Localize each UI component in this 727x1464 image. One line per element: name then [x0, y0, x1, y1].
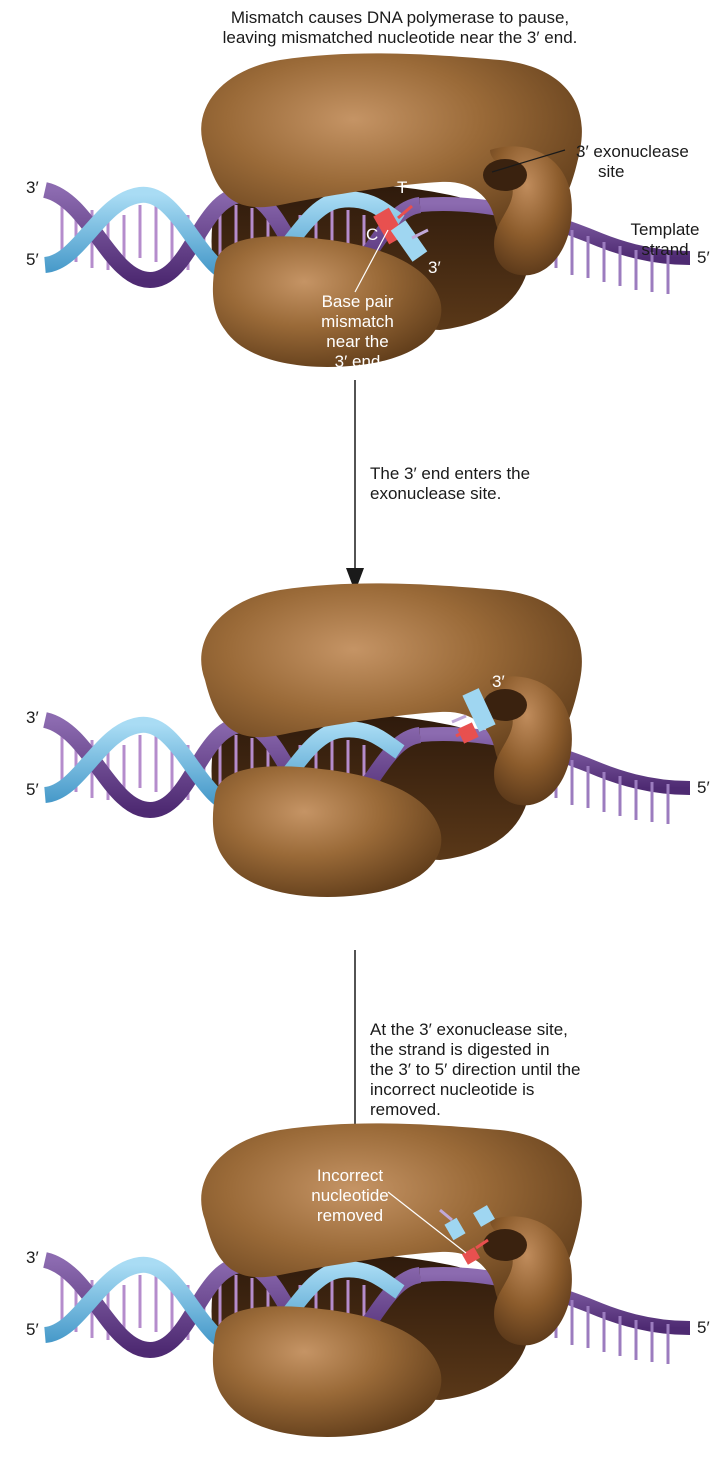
panel1-left-3prime: 3′	[26, 178, 39, 198]
strand-end-label-2: 3′	[492, 672, 505, 692]
panel1-left-5prime: 5′	[26, 250, 39, 270]
exonuclease-site-label: 3′ exonuclease site	[576, 142, 726, 182]
base-T-label: T	[397, 178, 407, 198]
arrow-down-2	[346, 950, 364, 1152]
base-C-label: C	[366, 225, 378, 245]
step2-text: At the 3′ exonuclease site, the strand i…	[370, 1020, 700, 1120]
panel3-left-3prime: 3′	[26, 1248, 39, 1268]
polymerase-complex-2	[45, 583, 690, 897]
strand-end-label-1: 3′	[428, 258, 441, 278]
mismatch-label: Base pair mismatch near the 3′ end	[285, 292, 430, 372]
panel3-right-5prime: 5′	[697, 1318, 710, 1338]
step1-text: The 3′ end enters the exonuclease site.	[370, 464, 670, 504]
panel2-left-5prime: 5′	[26, 780, 39, 800]
panel3-left-5prime: 5′	[26, 1320, 39, 1340]
panel-2-diagram	[45, 583, 690, 897]
arrow-down-1	[346, 380, 364, 592]
panel2-right-5prime: 5′	[697, 778, 710, 798]
incorrect-nucleotide-label: Incorrect nucleotide removed	[290, 1166, 410, 1226]
template-strand-label: Template strand	[620, 220, 710, 260]
panel2-left-3prime: 3′	[26, 708, 39, 728]
